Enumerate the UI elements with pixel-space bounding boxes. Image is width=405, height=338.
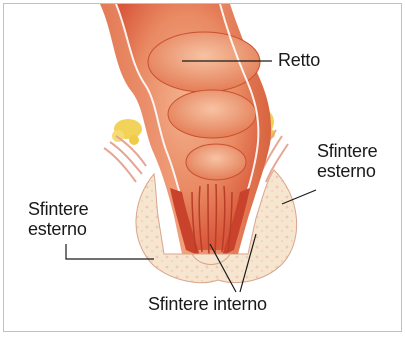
label-sfintere-esterno-left: Sfintere esterno xyxy=(28,199,88,239)
fold-lower xyxy=(186,144,246,180)
fold-upper xyxy=(148,32,260,92)
label-sfintere-interno: Sfintere interno xyxy=(148,294,267,314)
label-line-1: Sfintere xyxy=(28,199,88,219)
label-line-2: esterno xyxy=(28,219,88,239)
fold-middle xyxy=(168,90,256,138)
fat-tissue-left xyxy=(112,119,142,145)
label-retto: Retto xyxy=(278,50,320,70)
label-sfintere-esterno-right: Sfintere esterno xyxy=(317,141,377,181)
diagram-frame: Retto Sfintere esterno Sfintere esterno … xyxy=(3,3,402,332)
label-line-2: esterno xyxy=(317,161,377,181)
label-line-1: Sfintere xyxy=(317,141,377,161)
